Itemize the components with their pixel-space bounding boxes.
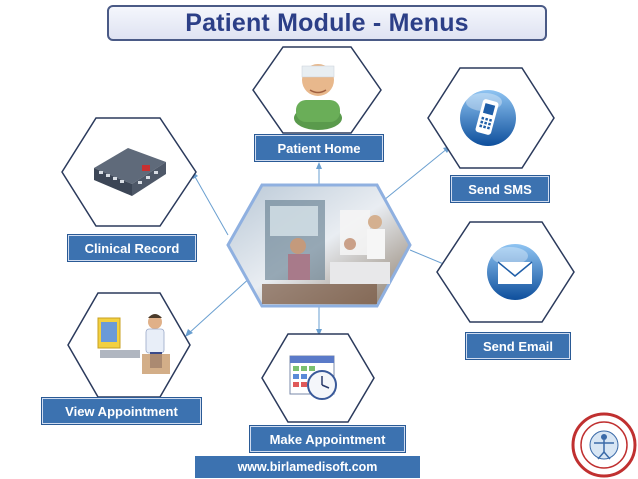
- make-appointment-button[interactable]: Make Appointment: [250, 426, 405, 452]
- phone-icon: [460, 90, 516, 146]
- title-banner: Patient Module - Menus: [107, 5, 547, 41]
- envelope-icon: [487, 244, 543, 300]
- view-appointment-button[interactable]: View Appointment: [42, 398, 201, 424]
- page-title: Patient Module - Menus: [185, 8, 469, 37]
- calendar-clock-icon: [289, 355, 337, 400]
- hexagon-view-appointment: [67, 292, 191, 398]
- company-logo-seal: [571, 412, 637, 478]
- make-appointment-label: Make Appointment: [269, 431, 386, 447]
- patient-icon: [294, 64, 342, 130]
- clinical-record-label: Clinical Record: [84, 240, 180, 256]
- hospital-building-icon: [94, 148, 166, 196]
- patient-home-button[interactable]: Patient Home: [255, 135, 383, 161]
- website-link[interactable]: www.birlamedisoft.com: [195, 456, 420, 478]
- connector-send-sms: [383, 147, 449, 201]
- clinical-record-button[interactable]: Clinical Record: [68, 235, 196, 261]
- computer-user-icon: [97, 314, 170, 374]
- send-sms-button[interactable]: Send SMS: [451, 176, 549, 202]
- send-email-button[interactable]: Send Email: [466, 333, 570, 359]
- patient-home-label: Patient Home: [277, 140, 361, 156]
- view-appointment-label: View Appointment: [65, 403, 178, 419]
- send-sms-label: Send SMS: [468, 181, 532, 197]
- connector-clinical-record: [193, 174, 229, 236]
- center-photo-hexagon: [226, 183, 412, 308]
- send-email-label: Send Email: [482, 338, 554, 354]
- connector-view-appointment: [187, 275, 253, 335]
- website-url: www.birlamedisoft.com: [237, 460, 378, 474]
